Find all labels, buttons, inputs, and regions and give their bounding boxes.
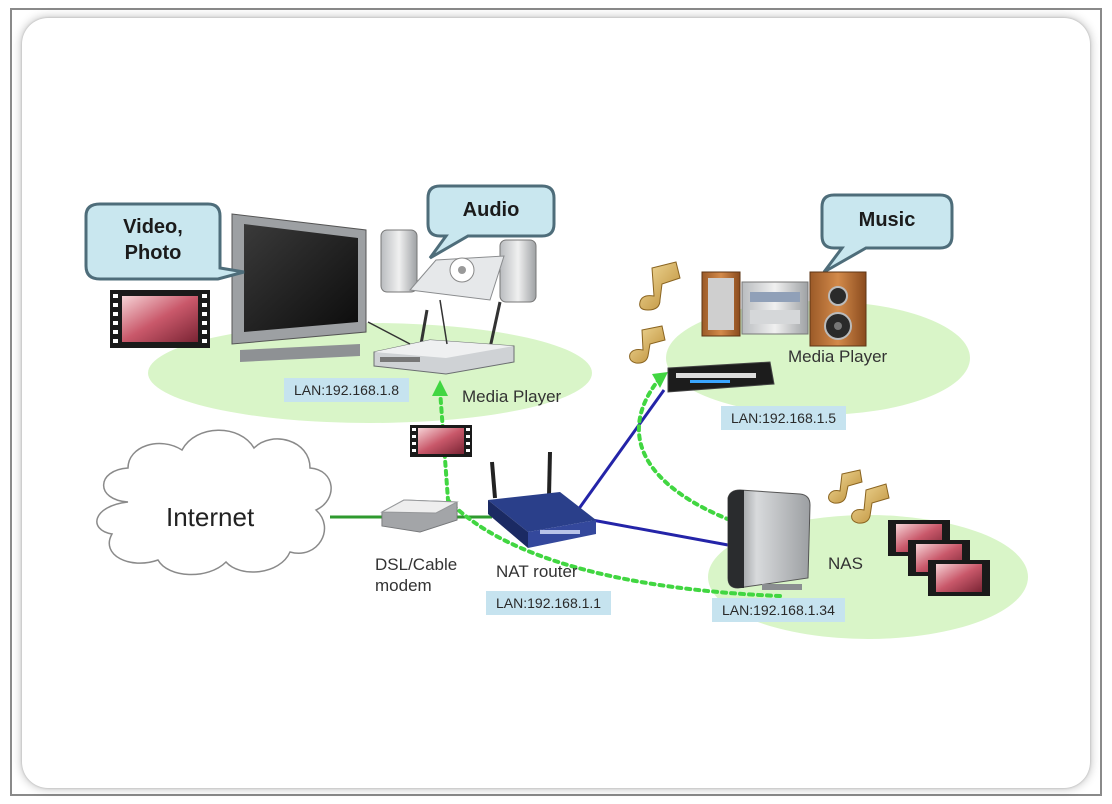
modem-icon bbox=[380, 499, 459, 533]
music-note-icons bbox=[629, 261, 890, 524]
router-label: NAT router bbox=[496, 562, 578, 581]
lan-router: LAN:192.168.1.1 bbox=[486, 591, 612, 615]
bubble-music bbox=[820, 193, 954, 274]
media-player-right-icon bbox=[667, 361, 775, 393]
bubble-video-photo bbox=[84, 202, 245, 281]
film-strip-icon-center bbox=[410, 425, 472, 457]
wire-router-player bbox=[576, 389, 666, 511]
modem-label-line1: DSL/Cable bbox=[375, 555, 458, 574]
tv-icon bbox=[231, 213, 367, 362]
media-player-left-label: Media Player bbox=[462, 387, 562, 406]
lan-left-player: LAN:192.168.1.8 bbox=[284, 378, 410, 402]
bubble-music-text: Music bbox=[858, 209, 916, 231]
nas-icon bbox=[727, 489, 811, 590]
wire-router-nas bbox=[591, 518, 729, 547]
film-strip-icon-nas bbox=[888, 520, 990, 596]
bubble-audio-text: Audio bbox=[462, 199, 520, 221]
modem-label-line2: modem bbox=[375, 576, 432, 595]
data-flow-lines bbox=[438, 376, 782, 598]
stereo-system-icon bbox=[701, 271, 867, 347]
nas-label: NAS bbox=[828, 554, 863, 573]
flow-arrow-up bbox=[432, 380, 448, 396]
internet-label: Internet bbox=[166, 502, 255, 532]
bubble-photo-line: Photo bbox=[124, 242, 182, 264]
audio-system-icon bbox=[380, 229, 537, 303]
film-strip-icon-left bbox=[110, 290, 210, 348]
media-player-right-label: Media Player bbox=[788, 347, 888, 366]
zone-ellipse-left bbox=[148, 323, 592, 423]
media-player-left-icon bbox=[367, 299, 515, 375]
bubble-video-line: Video, bbox=[123, 216, 183, 238]
modem-label: DSL/Cable modem bbox=[375, 554, 457, 596]
lan-right-player: LAN:192.168.1.5 bbox=[721, 406, 847, 430]
bubble-audio bbox=[426, 184, 556, 260]
internet-cloud bbox=[96, 429, 332, 576]
lan-nas: LAN:192.168.1.34 bbox=[712, 598, 845, 622]
router-icon bbox=[488, 451, 596, 548]
flow-arrow-right bbox=[652, 372, 668, 388]
bubble-video-photo-text: Video, Photo bbox=[86, 214, 220, 266]
